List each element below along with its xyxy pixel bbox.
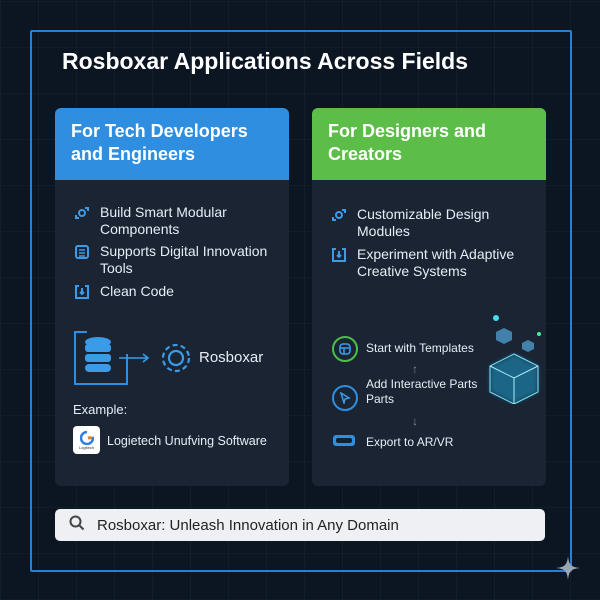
list-item: Experiment with Adaptive Creative System… bbox=[330, 246, 546, 280]
card-header: For Designers and Creators bbox=[312, 108, 546, 180]
sparkle-icon bbox=[556, 556, 580, 585]
example-name: Logietech Unufving Software bbox=[107, 434, 267, 448]
modular-icon bbox=[73, 204, 90, 221]
cursor-icon bbox=[332, 385, 358, 411]
example-label: Example: bbox=[73, 402, 128, 417]
page-title: Rosboxar Applications Across Fields bbox=[62, 48, 469, 74]
templates-icon bbox=[332, 336, 358, 362]
rosboxar-label: Rosboxar bbox=[199, 349, 264, 366]
step-templates: Start with Templates bbox=[366, 341, 474, 355]
glowing-cube-illustration bbox=[484, 314, 546, 409]
step-interactive: Add Interactive Parts Parts bbox=[366, 377, 478, 406]
step-export: Export to AR/VR bbox=[366, 435, 454, 449]
item-label: Clean Code bbox=[100, 283, 174, 299]
arrow-down-icon: ↓ bbox=[412, 414, 418, 428]
frame-border bbox=[30, 30, 572, 572]
search-bar[interactable]: Rosboxar: Unleash Innovation in Any Doma… bbox=[55, 509, 545, 541]
item-label: Experiment with Adaptive Creative System… bbox=[357, 246, 515, 279]
modular-icon bbox=[330, 206, 347, 223]
card-header: For Tech Developers and Engineers bbox=[55, 108, 289, 180]
list-item: Clean Code bbox=[73, 283, 174, 300]
list-item: Customizable Design Modules bbox=[330, 206, 546, 240]
database-icon bbox=[73, 330, 233, 391]
logitech-logo: Logitech bbox=[73, 426, 100, 454]
arrow-up-icon: ↑ bbox=[412, 362, 418, 376]
item-label: Build Smart Modular Components bbox=[100, 204, 227, 237]
list-item: Build Smart Modular Components bbox=[73, 204, 289, 238]
search-text: Rosboxar: Unleash Innovation in Any Doma… bbox=[97, 516, 399, 534]
item-label: Customizable Design Modules bbox=[357, 206, 490, 239]
download-icon bbox=[73, 283, 90, 300]
designers-card: For Designers and Creators Customizable … bbox=[312, 108, 546, 486]
item-label: Supports Digital Innovation Tools bbox=[100, 243, 268, 276]
gear-icon bbox=[161, 343, 191, 373]
download-icon bbox=[330, 246, 347, 263]
tech-developers-card: For Tech Developers and Engineers Build … bbox=[55, 108, 289, 486]
search-icon bbox=[69, 515, 85, 535]
vr-headset-icon bbox=[332, 434, 356, 453]
list-item: Supports Digital Innovation Tools bbox=[73, 243, 289, 277]
document-icon bbox=[73, 243, 90, 260]
